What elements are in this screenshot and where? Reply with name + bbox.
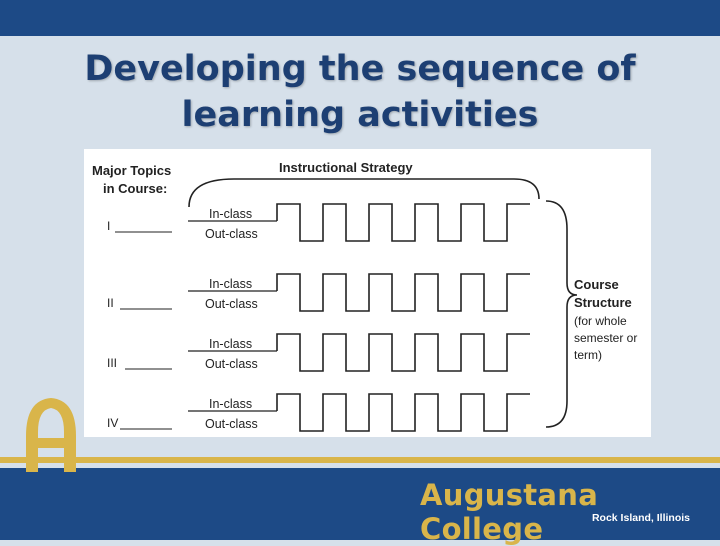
college-location: Rock Island, Illinois xyxy=(591,512,690,524)
activity-wave xyxy=(276,333,530,372)
course-note-line-1: (for whole xyxy=(574,314,627,328)
out-class-label: Out-class xyxy=(205,227,258,241)
topic-numeral: IV xyxy=(107,416,118,430)
topic-rows: IIn-classOut-classIIIn-classOut-classIII… xyxy=(107,203,530,432)
in-class-label: In-class xyxy=(209,337,252,351)
title-line-2: learning activities xyxy=(181,95,539,135)
out-class-label: Out-class xyxy=(205,417,258,431)
topic-numeral: II xyxy=(107,296,114,310)
gold-stripe xyxy=(0,457,720,463)
major-topics-label: Major Topics xyxy=(92,163,171,178)
out-class-label: Out-class xyxy=(205,357,258,371)
course-structure-brace xyxy=(545,200,578,428)
topic-numeral: I xyxy=(107,219,110,233)
activity-wave xyxy=(276,393,530,432)
out-class-label: Out-class xyxy=(205,297,258,311)
augustana-a-logo xyxy=(26,398,76,472)
bottom-band xyxy=(0,468,720,540)
in-class-label: In-class xyxy=(209,277,252,291)
diagram-canvas: Major Topics in Course: Instructional St… xyxy=(92,160,637,432)
course-label: Course xyxy=(574,277,619,292)
slide-title: Developing the sequence of learning acti… xyxy=(0,46,720,138)
top-band xyxy=(0,0,720,36)
instructional-strategy-label: Instructional Strategy xyxy=(279,160,413,175)
topic-numeral: III xyxy=(107,356,117,370)
structure-label: Structure xyxy=(574,295,632,310)
in-course-label: in Course: xyxy=(103,181,167,196)
course-note-line-2: semester or xyxy=(574,331,637,345)
in-class-label: In-class xyxy=(209,207,252,221)
activity-wave xyxy=(276,203,530,242)
title-line-1: Developing the sequence of xyxy=(84,49,636,89)
strategy-bracket xyxy=(188,178,540,208)
activity-wave xyxy=(276,273,530,312)
instructional-strategy-diagram: Major Topics in Course: Instructional St… xyxy=(84,149,651,437)
in-class-label: In-class xyxy=(209,397,252,411)
course-note-line-3: term) xyxy=(574,348,602,362)
